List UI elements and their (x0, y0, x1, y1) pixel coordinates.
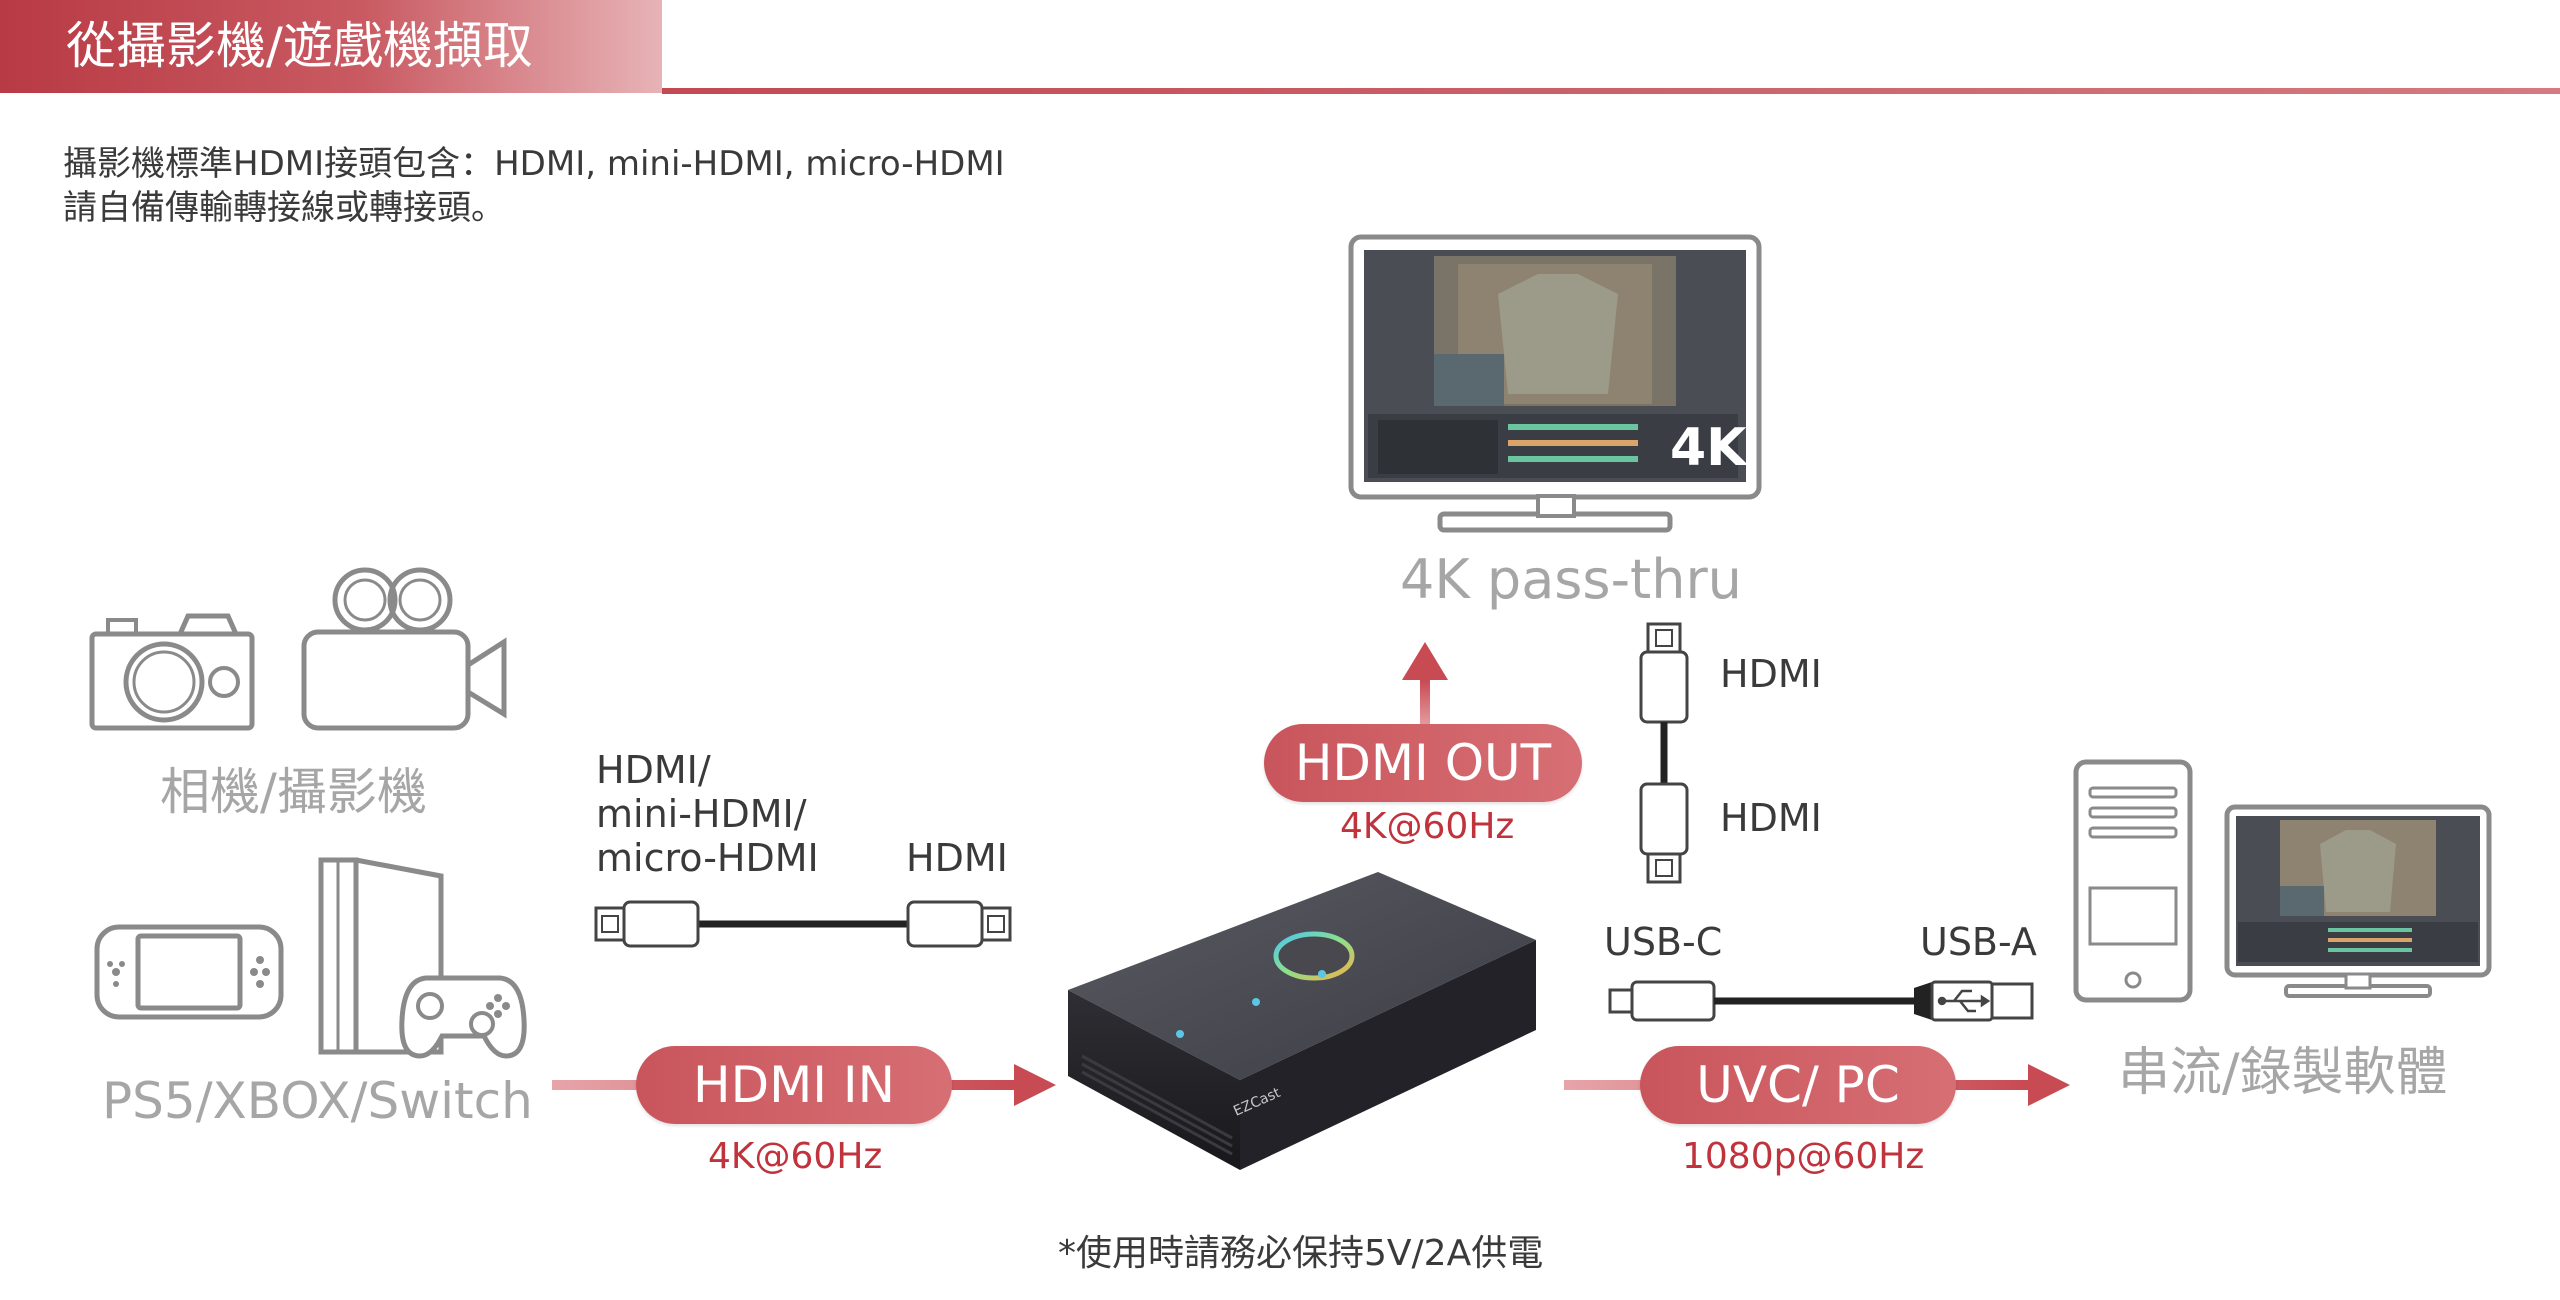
input-cable-label-2: mini-HDMI/ (596, 792, 807, 836)
page-title: 從攝影機/遊戲機擷取 (66, 17, 533, 75)
hdmi-output-cable (1639, 622, 1689, 884)
adapter-note: 請自備傳輸轉接線或轉接頭。 (63, 188, 505, 228)
usb-a-label: USB-A (1920, 920, 2037, 964)
gamepad-icon (399, 975, 527, 1059)
header-bar (0, 0, 662, 93)
photo-camera-icon (89, 613, 255, 731)
pc-tower-icon (2073, 759, 2193, 1003)
monitor-4k (1348, 234, 1762, 533)
usb-icon (1937, 989, 1991, 1013)
pc-monitor-icon (2224, 804, 2492, 998)
input-cable-label-1: HDMI/ (596, 748, 711, 792)
capture-device: EZCast (1068, 872, 1536, 1170)
hdmi-in-label: HDMI IN (636, 1046, 952, 1124)
uvc-label: UVC/ PC (1640, 1046, 1956, 1124)
usb-c-label: USB-C (1604, 920, 1723, 964)
power-footnote: *使用時請務必保持5V/2A供電 (1058, 1233, 1544, 1274)
console-label: PS5/XBOX/Switch (102, 1072, 533, 1130)
game-console-icon (318, 857, 444, 1055)
hdmi-out-arrow (1402, 642, 1448, 730)
header-rule (662, 88, 2560, 94)
out-cable-top-label: HDMI (1720, 652, 1822, 696)
uvc-spec: 1080p@60Hz (1682, 1136, 1925, 1177)
input-cable-label-3: micro-HDMI (596, 836, 819, 880)
handheld-console-icon (94, 924, 284, 1020)
hdmi-out-label: HDMI OUT (1264, 724, 1582, 802)
hdmi-input-cable (594, 900, 1012, 948)
out-cable-bottom-label: HDMI (1720, 796, 1822, 840)
video-camera-icon (301, 567, 507, 731)
connector-note: 攝影機標準HDMI接頭包含：HDMI, mini-HDMI, micro-HDM… (63, 144, 1005, 184)
pc-caption: 串流/錄製軟體 (2118, 1043, 2448, 1103)
input-cable-right-label: HDMI (906, 836, 1008, 880)
hdmi-out-spec: 4K@60Hz (1340, 806, 1515, 847)
usb-cable (1608, 980, 2034, 1022)
hdmi-in-spec: 4K@60Hz (708, 1136, 883, 1177)
monitor-4k-badge: 4K (1670, 418, 1747, 478)
pass-thru-caption: 4K pass-thru (1400, 548, 1742, 611)
camera-label: 相機/攝影機 (160, 763, 427, 821)
